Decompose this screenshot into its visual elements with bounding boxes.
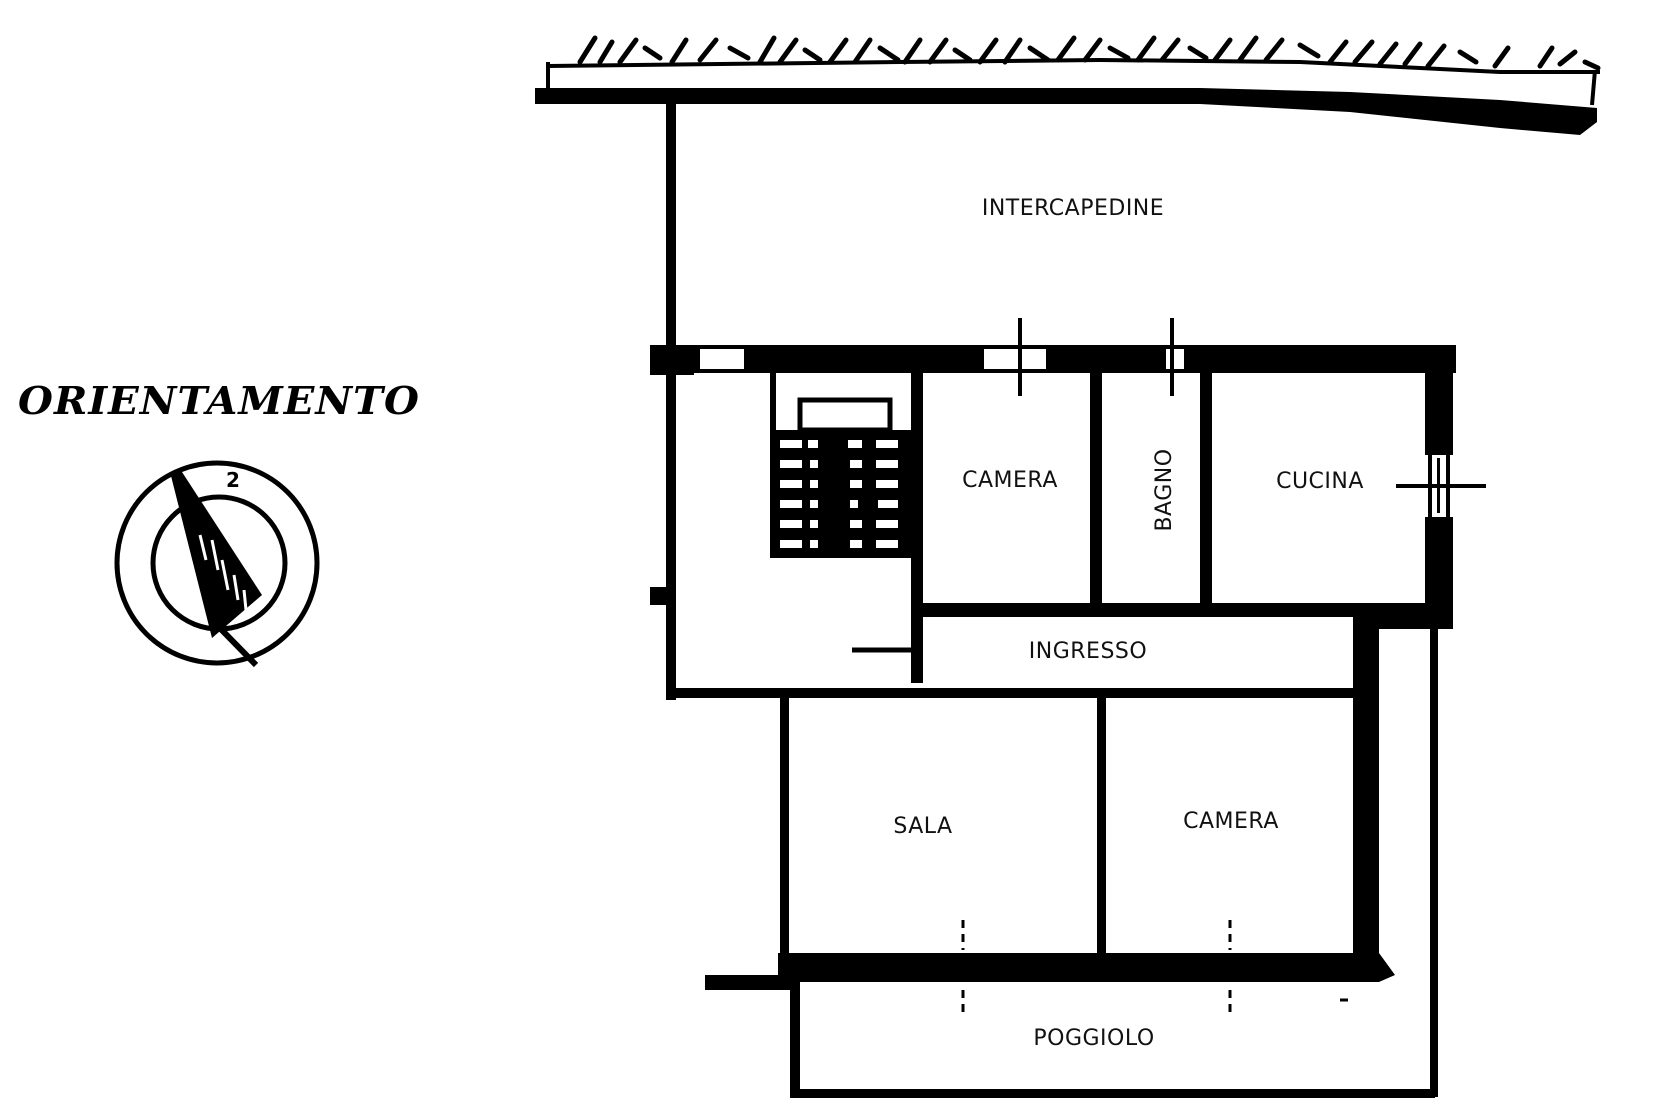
room-label-cucina: CUCINA [1276,469,1364,494]
wall-camera-left [911,373,923,683]
room-label-intercapedine: INTERCAPEDINE [982,196,1164,221]
wall-stub-left-mid [650,587,676,605]
orientation-title: ORIENTAMENTO [18,378,420,423]
room-label-ingresso: INGRESSO [1029,639,1147,664]
staircase [770,373,911,558]
terrain-hatching [535,35,1601,135]
room-label-camera-north: CAMERA [962,468,1058,493]
wall-east-outer [1430,617,1438,1097]
compass-mark: 2 [226,468,240,492]
room-label-camera-south: CAMERA [1183,809,1279,834]
room-label-sala: SALA [893,814,952,839]
orientation-legend: ORIENTAMENTO 2 [18,378,420,668]
room-labels: INTERCAPEDINE CAMERA BAGNO CUCINA INGRES… [893,196,1364,1051]
north-arrow-compass-icon: 2 [114,460,320,668]
room-label-bagno: BAGNO [1152,448,1177,531]
room-label-poggiolo: POGGIOLO [1033,1026,1154,1051]
wall-stub-left-top [650,345,694,375]
balcony-edge [790,1089,1435,1098]
wall-left-outer [666,100,676,700]
